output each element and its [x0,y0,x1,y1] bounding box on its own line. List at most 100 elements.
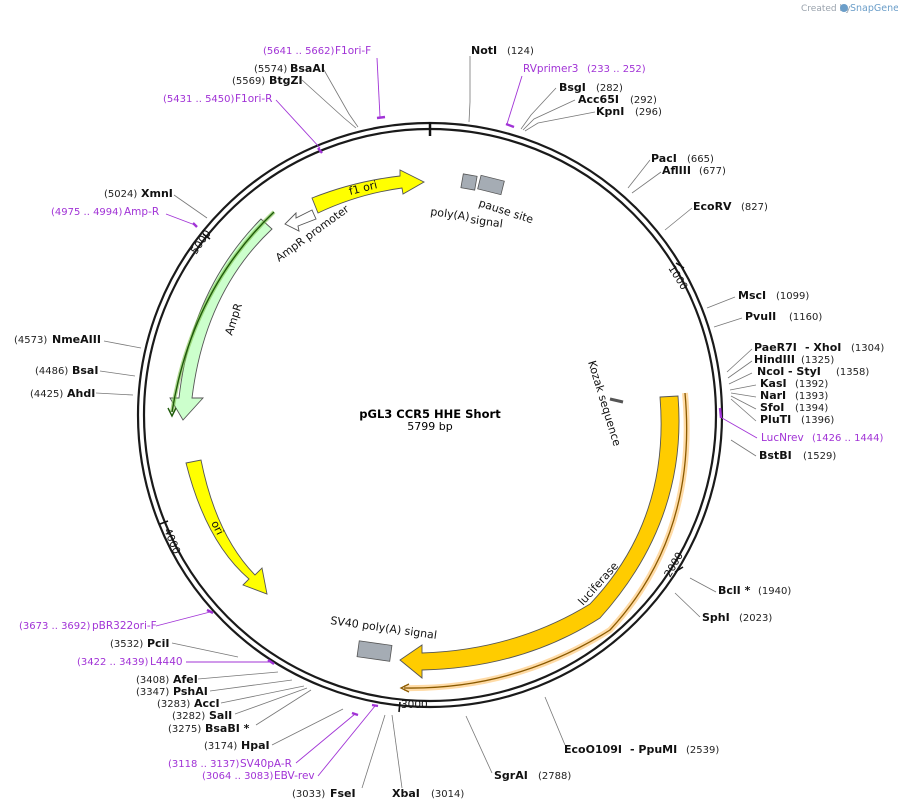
tick-4000 [159,520,169,525]
site-name-bstbi[interactable]: BstBI [759,449,792,462]
site-name-bsai[interactable]: BsaI [72,364,98,377]
site-name-noti[interactable]: NotI [471,44,497,57]
kozak-feature[interactable] [609,397,624,404]
site-name-bcli[interactable]: BclI * [718,584,751,597]
leader-ahdi [95,392,134,396]
site-name-nmeaiii[interactable]: NmeAIII [52,333,101,346]
site-pos-bsaai: (5574) [254,64,287,75]
leader-sphi [674,592,701,618]
luciferase-feature[interactable] [399,395,680,679]
tick-1000 [675,262,685,269]
site-name-acci[interactable]: AccI [194,697,220,710]
site-pos-xmni: (5024) [104,189,137,200]
site-name-afei[interactable]: AfeI [173,673,198,686]
f1-ori-feature[interactable] [311,169,425,214]
site-pos-afliii: (677) [699,166,726,177]
site-name-paci[interactable]: PacI [651,152,677,165]
site-name-ecoo109i[interactable]: EcoO109I [564,743,622,756]
site-name-ahdi[interactable]: AhdI [67,387,95,400]
leader-fsei [361,714,386,789]
primer-name-lucnrev[interactable]: LucNrev [761,432,804,444]
leader-acc65i [522,99,576,131]
luciferase-strand-arrowhead [399,683,410,693]
site-pos-xbai: (3014) [431,789,464,800]
site-pos-xhoi: (1304) [851,343,884,354]
site-name-ppumi[interactable]: - PpuMI [630,743,677,756]
site-pos-sali: (3282) [172,711,205,722]
site-pos-fsei: (3033) [292,789,325,800]
site-name-paer7i[interactable]: PaeR7I [754,341,797,354]
credit-app: SnapGene [850,3,898,14]
site-pos-bsai: (4486) [35,366,68,377]
primer-name-l4440[interactable]: L4440 [150,656,183,668]
site-name-ncoi[interactable]: NcoI [757,365,784,378]
site-name-styi[interactable]: - StyI [788,365,821,378]
leader-hindiii [727,360,753,379]
primer-name-sv40pa-r[interactable]: SV40pA-R [240,758,292,770]
site-name-sgrai[interactable]: SgrAI [494,769,528,782]
primer-name-f1ori-f[interactable]: F1ori-F [335,45,371,57]
site-name-afliii[interactable]: AflIII [662,164,691,177]
site-pos-pluti: (1396) [801,415,834,426]
signal-label: signal [470,213,504,230]
tick-5000 [202,233,211,240]
site-name-kpni[interactable]: KpnI [596,105,624,118]
site-pos-bsabi: (3275) [168,724,201,735]
site-name-xmni[interactable]: XmnI [141,187,173,200]
leader-bcli [689,577,717,593]
site-name-sfoi[interactable]: SfoI [760,401,784,414]
site-name-hpai[interactable]: HpaI [241,739,270,752]
primer-name-pbr322ori-f[interactable]: pBR322ori-F [92,620,157,632]
primer-range-sv40pa-r: (3118 .. 3137) [168,759,240,770]
credit-created-by: Created by [801,4,851,14]
site-name-pvuii[interactable]: PvuII [745,310,776,323]
site-name-bsaai[interactable]: BsaAI [290,62,325,75]
primer-name-ebv-rev[interactable]: EBV-rev [274,770,315,782]
plasmid-length: 5799 bp [407,420,452,433]
leader-pvuii [713,317,743,328]
ampr-feature[interactable] [169,218,273,421]
site-name-pcii[interactable]: PciI [147,637,169,650]
primer-mark-f1ori-r [317,147,323,154]
site-name-fsei[interactable]: FseI [330,787,356,800]
primer-name-amp-r[interactable]: Amp-R [124,206,159,218]
site-pos-kpni: (296) [635,107,662,118]
plasmid-name: pGL3 CCR5 HHE Short [359,407,501,421]
polya-signal-feature[interactable] [460,173,478,191]
sv40-polya-feature[interactable] [356,640,393,662]
leader-xbai [391,714,403,789]
snapgene-logo-icon [840,4,848,12]
site-name-pluti[interactable]: PluTI [760,413,791,426]
site-name-nari[interactable]: NarI [760,389,786,402]
pleader-f1ori-r [275,99,321,149]
primer-mark-lucnrev [718,407,723,419]
leader-sgrai [465,715,493,774]
kozak-label: Kozak sequence [585,359,623,448]
site-name-sali[interactable]: SalI [209,709,232,722]
tick-label-5000: 5000 [189,228,214,257]
site-pos-acc65i: (292) [630,95,657,106]
ampr-promoter-feature[interactable] [284,209,317,232]
site-name-sphi[interactable]: SphI [702,611,730,624]
site-name-btgzi[interactable]: BtgZI [269,74,303,87]
primer-name-rvprimer3[interactable]: RVprimer3 [523,63,579,75]
site-name-msci[interactable]: MscI [738,289,766,302]
site-name-ecorv[interactable]: EcoRV [693,200,732,213]
pause-site-feature[interactable] [477,174,505,196]
ori-feature[interactable] [185,459,268,595]
pleader-pbr322ori-f [155,611,211,627]
pleader-lucnrev [721,417,758,439]
site-pos-noti: (124) [507,46,534,57]
site-name-bsgi[interactable]: BsgI [559,81,586,94]
site-name-xbai[interactable]: XbaI [392,787,420,800]
leader-msci [706,296,736,309]
site-name-bsabi[interactable]: BsaBI * [205,722,250,735]
site-name-xhoi[interactable]: - XhoI [805,341,841,354]
site-pos-hindiii: (1325) [801,355,834,366]
site-name-hindiii[interactable]: HindIII [754,353,795,366]
site-name-kasi[interactable]: KasI [760,377,787,390]
site-name-pshai[interactable]: PshAI [173,685,208,698]
site-name-acc65i[interactable]: Acc65I [578,93,619,106]
primer-name-f1ori-r[interactable]: F1ori-R [235,93,272,105]
